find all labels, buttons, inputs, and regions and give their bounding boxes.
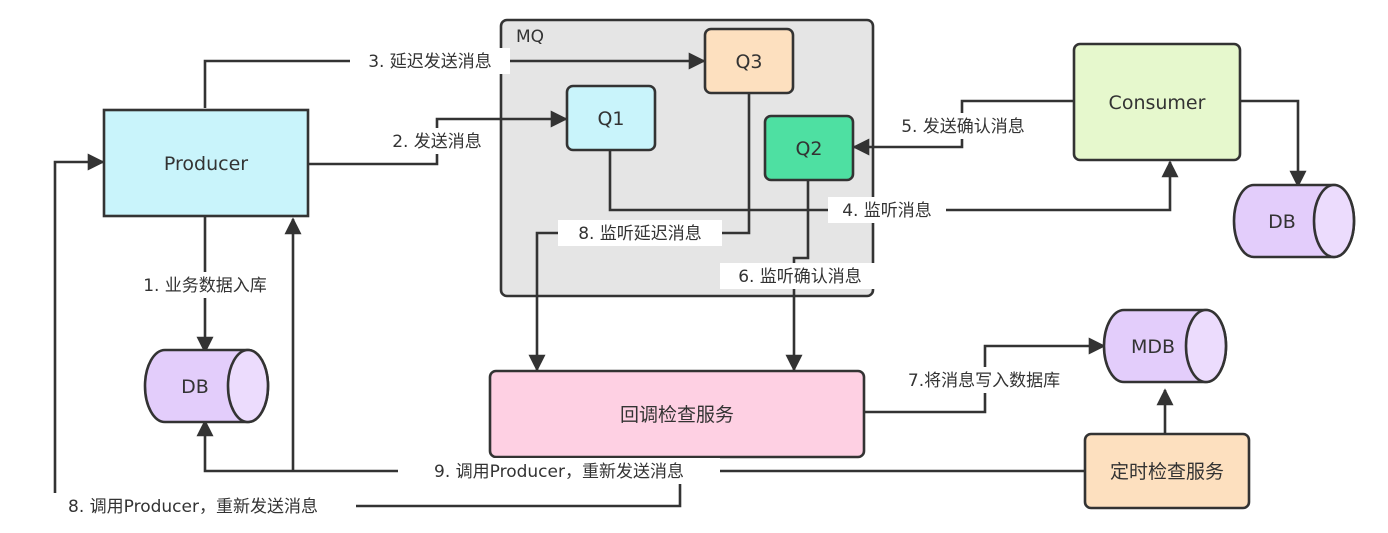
edge-label-5: 5. 发送确认消息 bbox=[882, 113, 1044, 139]
mq-label: MQ bbox=[516, 27, 544, 47]
edge-label-1: 1. 业务数据入库 bbox=[122, 272, 288, 298]
svg-text:9. 调用Producer，重新发送消息: 9. 调用Producer，重新发送消息 bbox=[434, 462, 684, 482]
edge-label-4: 4. 监听消息 bbox=[828, 197, 946, 223]
node-callback-service: 回调检查服务 bbox=[488, 369, 866, 459]
db-consumer-label: DB bbox=[1268, 211, 1296, 233]
node-timer-service: 定时检查服务 bbox=[1083, 432, 1251, 510]
q3-label: Q3 bbox=[735, 51, 762, 73]
q1-label: Q1 bbox=[597, 108, 624, 130]
edge-label-2: 2. 发送消息 bbox=[378, 128, 496, 154]
edge-label-6: 6. 监听确认消息 bbox=[720, 263, 880, 289]
node-q3: Q3 bbox=[703, 27, 795, 95]
node-mdb: MDB bbox=[1102, 308, 1228, 384]
consumer-label: Consumer bbox=[1109, 92, 1206, 114]
svg-text:4. 监听消息: 4. 监听消息 bbox=[842, 201, 932, 221]
edge-label-8b: 8. 调用Producer，重新发送消息 bbox=[30, 493, 356, 519]
edge-9 bbox=[196, 419, 1085, 473]
edge-label-3: 3. 延迟发送消息 bbox=[350, 48, 510, 74]
edge-label-7: 7.将消息写入数据库 bbox=[886, 367, 1082, 393]
svg-text:3. 延迟发送消息: 3. 延迟发送消息 bbox=[368, 52, 492, 72]
edge-consumer-db bbox=[1240, 99, 1307, 188]
svg-text:6. 监听确认消息: 6. 监听确认消息 bbox=[738, 267, 862, 287]
svg-text:2. 发送消息: 2. 发送消息 bbox=[392, 132, 482, 152]
svg-text:5. 发送确认消息: 5. 发送确认消息 bbox=[901, 117, 1025, 137]
node-db-consumer: DB bbox=[1232, 183, 1356, 259]
callback-service-label: 回调检查服务 bbox=[620, 404, 734, 426]
node-db-producer: DB bbox=[143, 348, 270, 424]
node-consumer: Consumer bbox=[1072, 42, 1242, 162]
node-producer: Producer bbox=[102, 108, 310, 218]
svg-text:8. 监听延迟消息: 8. 监听延迟消息 bbox=[578, 224, 702, 244]
node-q2: Q2 bbox=[763, 114, 855, 182]
svg-text:1. 业务数据入库: 1. 业务数据入库 bbox=[143, 276, 267, 296]
node-q1: Q1 bbox=[565, 84, 657, 152]
svg-text:7.将消息写入数据库: 7.将消息写入数据库 bbox=[908, 371, 1060, 391]
edge-labels: 1. 业务数据入库 2. 发送消息 3. 延迟发送消息 4. 监听消息 5. 发… bbox=[30, 48, 1082, 519]
edge-6 bbox=[785, 181, 810, 372]
producer-label: Producer bbox=[164, 153, 248, 175]
edge-label-8a: 8. 监听延迟消息 bbox=[558, 220, 722, 246]
mdb-label: MDB bbox=[1131, 336, 1175, 358]
timer-service-label: 定时检查服务 bbox=[1110, 461, 1224, 483]
edge-3 bbox=[203, 52, 706, 108]
db-producer-label: DB bbox=[181, 376, 209, 398]
svg-text:8. 调用Producer，重新发送消息: 8. 调用Producer，重新发送消息 bbox=[68, 497, 318, 517]
q2-label: Q2 bbox=[795, 138, 822, 160]
edge-label-9: 9. 调用Producer，重新发送消息 bbox=[398, 458, 720, 484]
